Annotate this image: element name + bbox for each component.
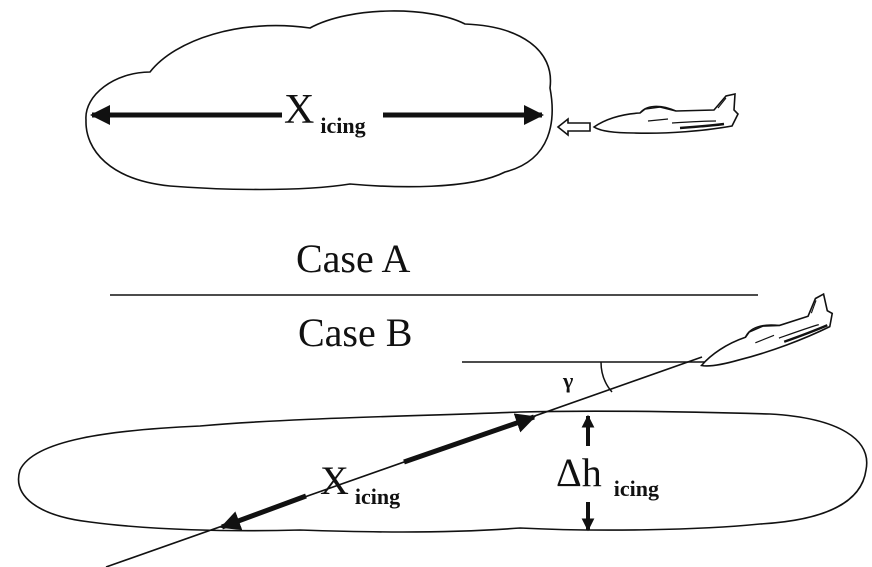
flight-path-angle-arc [601, 362, 612, 392]
case-a-x-label: X [284, 87, 314, 133]
case-a-direction-arrow-icon [558, 119, 590, 135]
case-b-aircraft-icon [692, 293, 838, 370]
delta-h-subscript: icing [614, 476, 659, 501]
delta-h-label: Δh [556, 450, 602, 495]
case-b-xicing-arrow-upper [404, 417, 534, 462]
case-b-title: Case B [298, 310, 412, 355]
case-b-x-label: X [320, 458, 349, 503]
gamma-label: γ [562, 368, 573, 393]
case-b-cloud [19, 411, 867, 532]
case-a-x-subscript: icing [320, 113, 365, 138]
case-a-cloud [86, 11, 552, 190]
case-b-xicing-arrow-lower [222, 496, 306, 527]
case-a-aircraft-icon [594, 94, 738, 133]
case-a-title: Case A [296, 236, 411, 281]
case-b-x-subscript: icing [355, 484, 400, 509]
